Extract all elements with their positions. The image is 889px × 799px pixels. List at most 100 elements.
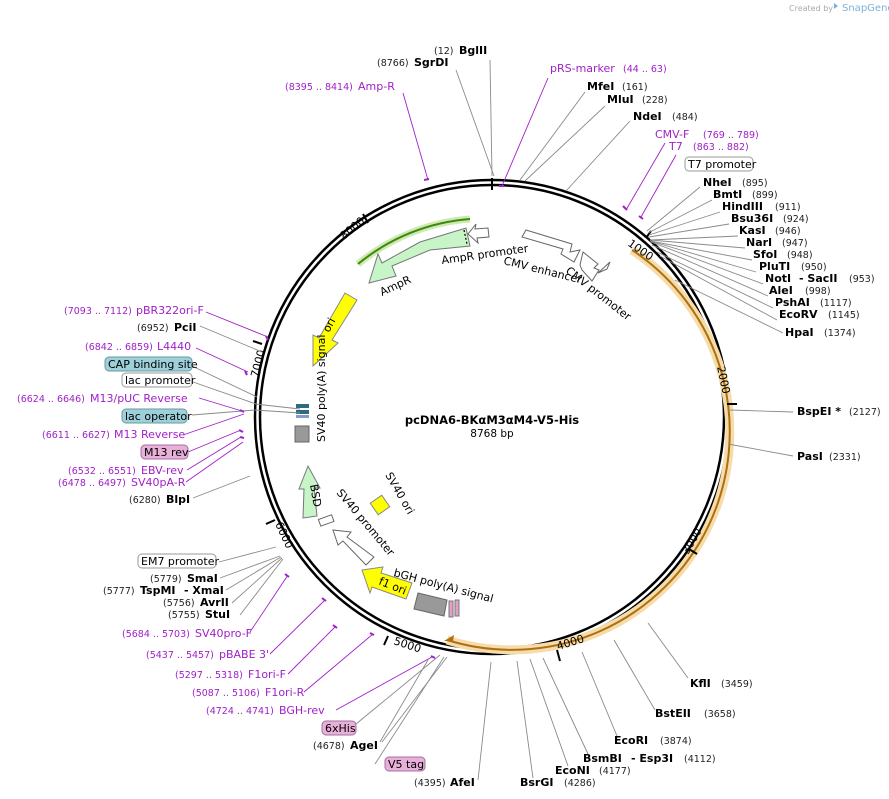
primer-prs-marker[interactable]: pRS-marker	[550, 62, 615, 75]
bsd-arrow[interactable]	[298, 464, 321, 519]
site-hpai[interactable]: HpaI	[785, 326, 814, 339]
site-alei[interactable]: AleI	[769, 284, 793, 297]
site-pshai[interactable]: PshAI	[775, 296, 810, 309]
lac-promoter-label[interactable]: lac promoter	[125, 374, 196, 387]
bgh-polya-box[interactable]	[413, 592, 448, 617]
site-hpai-pos: (1374)	[824, 328, 856, 339]
site-bmti[interactable]: BmtI	[713, 188, 742, 201]
site-nari-pos: (947)	[782, 238, 808, 249]
v5-tag-label[interactable]: V5 tag	[388, 758, 424, 771]
site-bsteii[interactable]: BstEII	[655, 707, 691, 720]
site-ndei[interactable]: NdeI	[633, 110, 662, 123]
site-esp3i[interactable]: - Esp3I	[631, 752, 673, 765]
leader-lines-left	[191, 325, 429, 743]
site-bsrgi[interactable]: BsrGI	[520, 776, 553, 789]
ori-arrow[interactable]	[312, 292, 358, 368]
primer-f1ori-f[interactable]: F1ori-F	[248, 668, 286, 681]
site-bsu36i[interactable]: Bsu36I	[731, 212, 773, 225]
site-pluti-pos: (950)	[801, 262, 827, 273]
cmv-enhancer-arrow[interactable]	[521, 229, 581, 263]
sv40-ori-label: SV40 ori	[382, 470, 416, 517]
sv40-polya-box[interactable]	[294, 425, 310, 443]
plasmid-length: 8768 bp	[470, 428, 514, 440]
site-sgrdi[interactable]: SgrDI	[414, 56, 448, 69]
f1-ori-arrow[interactable]	[361, 566, 413, 600]
site-bsmbi[interactable]: BsmBI	[583, 752, 622, 765]
lac-operator-box[interactable]	[296, 404, 309, 408]
site-bglii-pos: (12)	[434, 46, 454, 57]
ampr-promoter-arrow[interactable]	[467, 223, 490, 245]
site-noti[interactable]: NotI	[765, 272, 791, 285]
primer-t7-range: (863 .. 882)	[693, 142, 749, 153]
site-bglii[interactable]: BglII	[459, 44, 487, 57]
sv40-promoter-label: SV40 promoter	[334, 487, 398, 559]
t7-marker	[597, 261, 611, 274]
site-econi[interactable]: EcoNI	[555, 764, 590, 777]
site-smai[interactable]: SmaI	[187, 572, 218, 585]
primer-sv40pa-r[interactable]: SV40pA-R	[131, 476, 186, 489]
lac-operator-label[interactable]: lac operator	[125, 410, 192, 423]
primer-f1ori-r[interactable]: F1ori-R	[265, 686, 305, 699]
primer-bgh-rev[interactable]: BGH-rev	[279, 704, 325, 717]
site-kfli[interactable]: KflI	[690, 677, 711, 690]
primer-pbr322ori-f[interactable]: pBR322ori-F	[136, 304, 204, 317]
primer-amp-r[interactable]: Amp-R	[358, 80, 395, 93]
site-ecori-pos: (3874)	[660, 736, 692, 747]
site-nhei[interactable]: NheI	[703, 176, 732, 189]
primer-sv40pro-f[interactable]: SV40pro-F	[195, 627, 252, 640]
primer-l4440[interactable]: L4440	[157, 340, 191, 353]
plasmid-name: pcDNA6-BKαM3αM4-V5-His	[405, 413, 579, 427]
t7-promoter-box	[684, 156, 754, 172]
his-tag-box[interactable]	[448, 600, 454, 618]
site-pcii[interactable]: PciI	[174, 321, 196, 334]
cap-box[interactable]	[296, 415, 309, 418]
cap-site-label[interactable]: CAP binding site	[108, 358, 198, 371]
v5-tag-box[interactable]	[454, 599, 460, 617]
site-afei[interactable]: AfeI	[450, 776, 475, 789]
site-avrii[interactable]: AvrII	[200, 596, 229, 609]
sv40-polya-label: SV40 poly(A) signal	[315, 335, 328, 442]
primer-cmv-f[interactable]: CMV-F	[655, 128, 689, 141]
site-tspmi[interactable]: TspMI	[140, 584, 176, 597]
site-kasi[interactable]: KasI	[739, 224, 766, 237]
site-xmai[interactable]: - XmaI	[184, 584, 224, 597]
primer-ebv-rev[interactable]: EBV-rev	[141, 464, 184, 477]
sv40-ori-box[interactable]	[369, 494, 391, 516]
cap-site-box	[104, 356, 193, 372]
site-pshai-pos: (1117)	[820, 298, 852, 309]
site-pasi[interactable]: PasI	[797, 450, 823, 463]
site-blpi[interactable]: BlpI	[166, 493, 190, 506]
site-ecorv[interactable]: EcoRV	[779, 308, 818, 321]
tick-4000: 4000	[555, 632, 586, 653]
lac-promoter-box[interactable]	[296, 410, 309, 414]
primer-m13-reverse[interactable]: M13 Reverse	[114, 428, 185, 441]
site-sfoi[interactable]: SfoI	[753, 248, 777, 261]
cmv-promoter-arrow[interactable]	[579, 251, 600, 282]
em7-promoter-label[interactable]: EM7 promoter	[141, 555, 219, 568]
primer-l4440-range: (6842 .. 6859)	[85, 342, 153, 353]
site-nari[interactable]: NarI	[746, 236, 772, 249]
site-pcii-pos: (6952)	[137, 323, 169, 334]
primer-m13puc-rev[interactable]: M13/pUC Reverse	[90, 392, 188, 405]
primer-t7[interactable]: T7	[668, 140, 683, 153]
site-mfei[interactable]: MfeI	[587, 80, 614, 93]
sv40-promoter-arrow[interactable]	[332, 529, 375, 566]
site-mlui[interactable]: MluI	[607, 93, 634, 106]
sv40-ori-small[interactable]	[317, 514, 335, 527]
ampr-arrow[interactable]	[368, 227, 471, 284]
site-agei[interactable]: AgeI	[350, 739, 378, 752]
site-ecori[interactable]: EcoRI	[614, 734, 648, 747]
site-hindiii[interactable]: HindIII	[722, 200, 763, 213]
site-kfli-pos: (3459)	[721, 679, 753, 690]
t7-promoter-label[interactable]: T7 promoter	[687, 158, 757, 171]
his-tag-label[interactable]: 6xHis	[325, 722, 356, 735]
primer-sv40pro-f-range: (5684 .. 5703)	[122, 629, 190, 640]
site-stui[interactable]: StuI	[205, 608, 230, 621]
m13-rev-label[interactable]: M13 rev	[144, 446, 189, 459]
site-pluti[interactable]: PluTI	[759, 260, 790, 273]
site-bspei[interactable]: BspEI *	[797, 405, 841, 418]
site-sacii[interactable]: - SacII	[799, 272, 837, 285]
primer-pbabe3[interactable]: pBABE 3'	[219, 648, 269, 661]
primer-f1ori-f-range: (5297 .. 5318)	[175, 670, 243, 681]
